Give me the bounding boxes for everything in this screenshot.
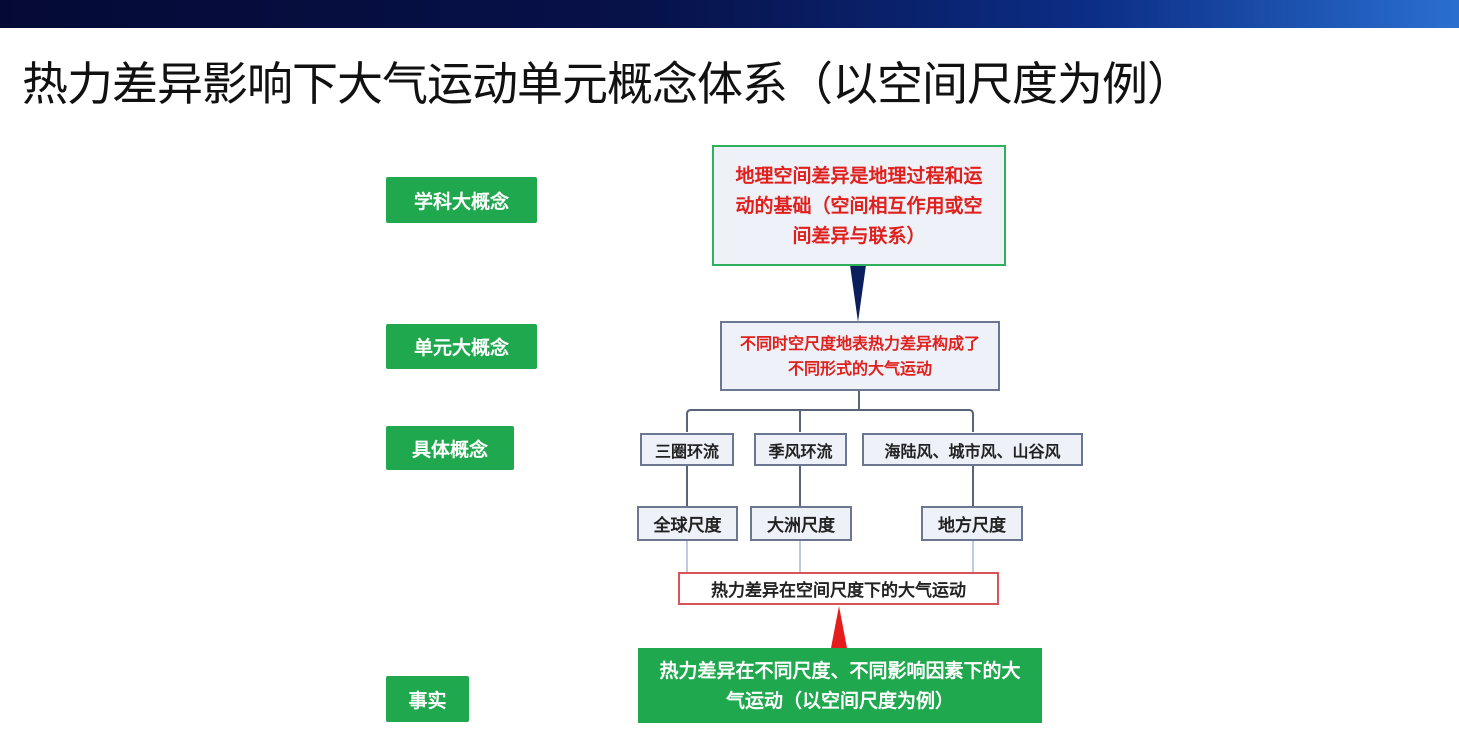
scale-node: 大洲尺度 [750,506,852,541]
level-label-unit: 单元大概念 [386,324,537,369]
red-arrow [831,606,847,648]
synthesis-box: 热力差异在空间尺度下的大气运动 [678,572,999,605]
scale-node: 全球尺度 [637,506,738,541]
navy-arrow [850,265,866,322]
level-label-specific: 具体概念 [386,426,514,470]
specific-node: 三圈环流 [640,433,734,466]
specific-node: 海陆风、城市风、山谷风 [862,433,1083,466]
unit-concept-box: 不同时空尺度地表热力差异构成了不同形式的大气运动 [720,321,1000,391]
big-concept-box: 地理空间差异是地理过程和运动的基础（空间相互作用或空间差异与联系） [712,145,1006,266]
level-label-discipline: 学科大概念 [386,177,537,223]
specific-node: 季风环流 [754,433,847,466]
header-banner [0,0,1459,28]
level-label-fact: 事实 [386,676,469,722]
fact-box: 热力差异在不同尺度、不同影响因素下的大气运动（以空间尺度为例） [638,648,1042,723]
scale-node: 地方尺度 [921,506,1023,541]
page-title: 热力差异影响下大气运动单元概念体系（以空间尺度为例） [22,57,1193,111]
